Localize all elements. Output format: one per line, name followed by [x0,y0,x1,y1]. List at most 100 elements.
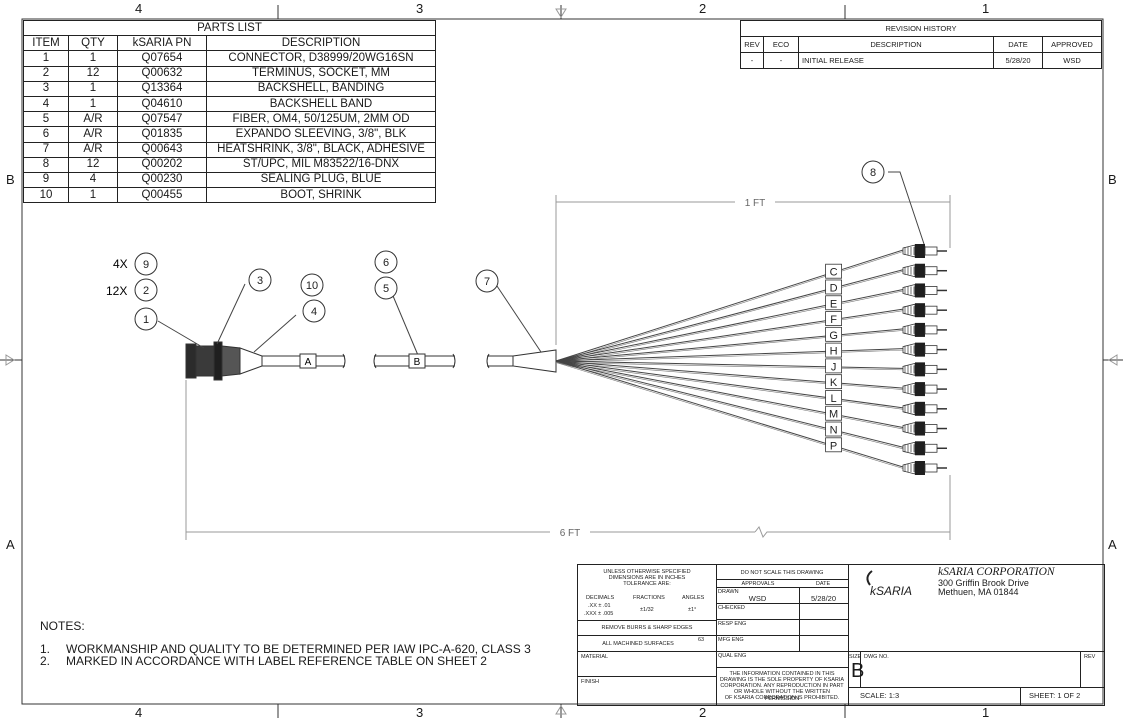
leg-label: D [830,282,838,294]
dimension-bottom: 6 FT [560,528,581,539]
fiber-leg: N [555,360,947,456]
segment-label-box-a [299,353,317,369]
backshell [221,345,241,377]
st-connector [902,322,947,337]
item-balloon: 8 [861,160,885,184]
balloon-number: 3 [257,275,263,287]
leg-label: N [830,425,838,437]
leg-label-box [825,405,842,421]
zone-right-b: B [1108,172,1117,187]
leg-label-box [825,326,842,342]
company-address-1: 300 Griffin Brook Drive [938,578,1029,588]
revision-row: - - INITIAL RELEASE 5/28/20 WSD [740,52,1102,69]
parts-list-table: PARTS LIST ITEM QTY kSARIA PN DESCRIPTIO… [23,19,436,204]
st-connector [902,401,947,416]
fiber-leg: C [555,244,947,363]
st-connector [902,244,947,258]
balloon-number: 10 [306,280,318,292]
item-cell: 10 [23,187,69,204]
leg-label-box [825,421,842,437]
leg-label: L [831,393,837,405]
proprietary-line-1: THE INFORMATION CONTAINED IN THIS [729,671,835,677]
qty-4x: 4X [113,257,128,271]
decimal-tolerance-1: .XX ± .01 [588,603,611,609]
leg-label: G [829,330,838,342]
st-connector [902,303,947,318]
qual-eng-label: QUAL ENG [718,653,747,659]
proprietary-line-2: DRAWING IS THE SOLE PROPERTY OF KSARIA [719,677,845,683]
leg-label-box [825,358,842,374]
notes: NOTES: 1.WORKMANSHIP AND QUALITY TO BE D… [40,620,531,668]
leg-label: F [830,314,837,326]
pn-cell: Q13364 [117,80,207,97]
approvals-label: APPROVALS [741,581,775,587]
leg-label-box [825,390,842,405]
date-label: DATE [815,581,831,587]
decimal-tolerance-2: .XXX ± .005 [584,611,614,617]
leg-label-box [825,374,842,390]
machined-surfaces-note: ALL MACHINED SURFACES [602,641,674,647]
proprietary-line-3: CORPORATION. ANY REPRODUCTION IN PART [720,683,844,689]
center-mark-bottom [555,705,567,715]
item-balloon: 5 [374,276,398,300]
drawn-date: 5/28/20 [810,594,837,603]
leg-label: P [830,440,837,452]
note-item: 2.MARKED IN ACCORDANCE WITH LABEL REFERE… [40,655,531,668]
scale: SCALE: 1:3 [860,691,900,700]
fraction-tolerance: ±1/32 [640,607,654,613]
drawn-by: WSD [748,594,767,603]
rev-label: REV [1084,654,1096,660]
fiber-leg: L [555,360,947,416]
breakout-heatshrink [512,349,557,373]
sheet-number: SHEET: 1 OF 2 [1029,691,1081,700]
pn-cell: Q07547 [117,111,207,128]
pn-cell: Q00230 [117,171,207,189]
mfg-eng-label: MFG ENG [718,637,744,643]
st-connector [902,382,947,397]
segment-label-a: A [305,357,312,368]
balloon-number: 5 [383,283,389,295]
note-number: 1. [40,641,51,656]
zone-bottom-4: 4 [135,705,143,720]
company-address-2: Methuen, MA 01844 [938,587,1019,597]
st-connector [902,283,947,298]
connector-band [213,341,223,381]
leg-label: C [830,267,838,279]
item-balloon: 4 [302,299,326,323]
item-balloon: 9 [134,252,158,276]
zone-top-4: 4 [135,1,143,16]
qty-cell: A/R [68,126,118,143]
leg-label-box [825,437,842,453]
logo-text: kSARIA [870,584,912,598]
item-balloon: 1 [134,307,158,331]
st-connector [902,342,947,357]
st-connector [902,441,947,456]
leg-label-box [825,295,842,311]
dwg-no-label: DWG NO. [864,654,889,660]
zone-bottom-1: 1 [982,705,990,720]
checked-label: CHECKED [718,605,745,611]
item-balloon: 6 [374,250,398,274]
note-item: 1.WORKMANSHIP AND QUALITY TO BE DETERMIN… [40,641,531,656]
leg-label-box [825,263,842,279]
center-mark-top [555,8,567,18]
connector-shell [195,345,215,377]
leg-label-box [825,342,842,358]
revision-header-row: REV ECO DESCRIPTION DATE APPROVED [740,36,1102,53]
center-mark-left [5,354,15,366]
drawn-label: DRAWN [718,589,739,595]
finish-label: FINISH [581,679,600,685]
tolerance-line-2: DIMENSIONS ARE IN INCHES [608,575,686,581]
description-cell: BOOT, SHRINK [206,187,436,204]
description-cell: CONNECTOR, D38999/20WG16SN [206,50,436,67]
proprietary-line-4: OR WHOLE WITHOUT THE WRITTEN PERMISSION [733,689,831,702]
tolerance-line-3: TOLERANCE ARE: [623,581,671,587]
description-cell: ST/UPC, MIL M83522/16-DNX [206,156,436,173]
balloon-number: 7 [484,276,490,288]
dimension-top: 1 FT [745,198,766,209]
